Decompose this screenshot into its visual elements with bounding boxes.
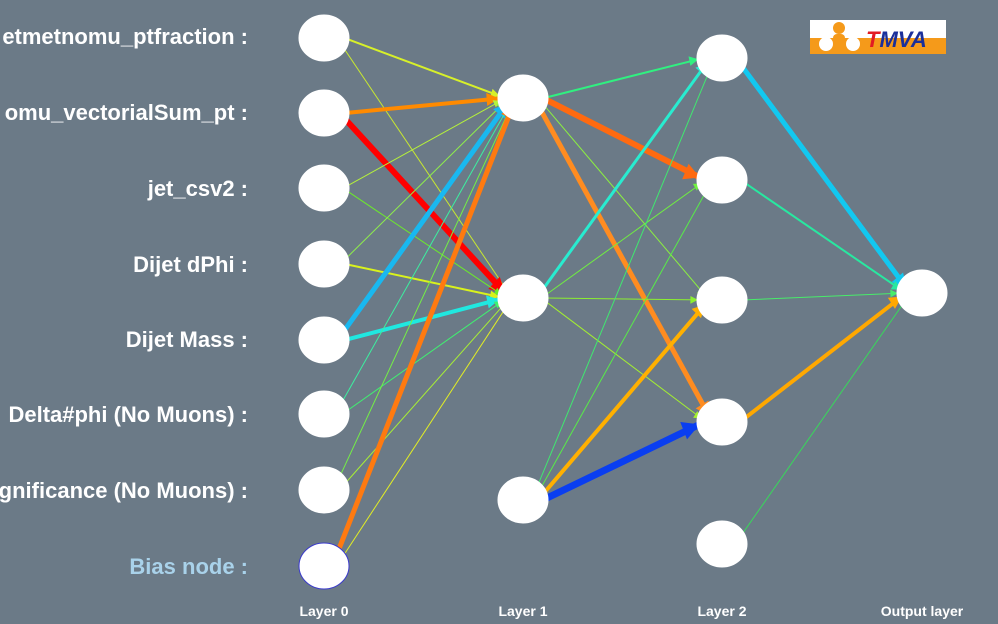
layer-label-0: Layer 0 xyxy=(299,603,348,619)
connection-2-0-to-3-0 xyxy=(734,58,909,290)
connection-2-3-to-3-0 xyxy=(740,294,904,423)
input-labels: etmetnomu_ptfraction : omu_vectorialSum_… xyxy=(0,24,248,579)
connection-0-5-to-1-0 xyxy=(335,103,511,413)
connection-1-0-to-2-3 xyxy=(532,98,712,418)
input-label-3: Dijet dPhi : xyxy=(133,252,248,277)
connection-0-5-to-1-1 xyxy=(343,300,503,414)
node-layer-2-1 xyxy=(696,156,748,204)
layer-labels: Layer 0 Layer 1 Layer 2 Output layer xyxy=(299,603,963,619)
connection-0-1-to-1-0 xyxy=(346,96,500,115)
logo-t: T xyxy=(866,27,881,52)
connection-arrowhead-27 xyxy=(680,422,700,440)
input-label-6: gnificance (No Muons) : xyxy=(0,478,248,503)
layer-label-2: Layer 2 xyxy=(697,603,746,619)
connection-2-1-to-3-0 xyxy=(741,180,902,291)
layer-label-output: Output layer xyxy=(881,603,964,619)
connection-0-2-to-1-1 xyxy=(343,188,503,296)
logo-people-icon xyxy=(819,22,860,51)
connection-1-2-to-2-2 xyxy=(537,303,707,500)
node-layer-0-0 xyxy=(298,14,350,62)
connection-1-1-to-2-3 xyxy=(542,298,702,419)
node-layer-2-3 xyxy=(696,398,748,446)
connection-1-0-to-2-1 xyxy=(542,96,702,181)
input-label-2: jet_csv2 : xyxy=(147,176,248,201)
connection-0-3-to-1-1 xyxy=(346,263,500,298)
connection-0-0-to-1-0 xyxy=(345,37,501,98)
connection-arrowhead-16 xyxy=(688,56,699,66)
input-label-5: Delta#phi (No Muons) : xyxy=(8,402,248,427)
input-label-1: omu_vectorialSum_pt : xyxy=(5,100,248,125)
bias-node-layer-2-4 xyxy=(696,520,748,568)
connection-0-6-to-1-1 xyxy=(340,302,507,489)
connection-arrowhead-2 xyxy=(486,92,500,107)
connection-1-2-to-2-0 xyxy=(531,63,713,499)
connection-0-4-to-1-1 xyxy=(345,297,501,342)
node-layer-0-2 xyxy=(298,164,350,212)
connection-2-4-to-3-0 xyxy=(735,297,908,543)
connection-1-2-to-2-1 xyxy=(534,185,710,499)
node-layer xyxy=(298,14,948,590)
bias-node-layer-1-2 xyxy=(497,476,549,524)
connection-0-7-to-1-0 xyxy=(330,103,516,566)
layer-label-1: Layer 1 xyxy=(498,603,547,619)
node-layer-0-1 xyxy=(298,89,350,137)
node-layer-0-6 xyxy=(298,466,350,514)
node-layer-3-0 xyxy=(896,269,948,317)
connection-arrowhead-17 xyxy=(682,163,700,180)
connection-layer xyxy=(330,37,909,566)
tmva-logo: TMVA xyxy=(810,20,946,54)
connection-0-1-to-1-1 xyxy=(338,112,508,296)
connection-0-2-to-1-0 xyxy=(344,100,502,188)
connection-arrowhead-22 xyxy=(690,295,699,304)
connection-1-1-to-2-0 xyxy=(536,62,708,298)
connection-0-4-to-1-0 xyxy=(336,101,510,340)
input-label-4: Dijet Mass : xyxy=(126,327,248,352)
bias-node-layer-0-7 xyxy=(298,542,350,590)
connection-1-1-to-2-1 xyxy=(542,182,702,298)
node-layer-0-5 xyxy=(298,390,350,438)
connection-1-1-to-2-2 xyxy=(545,297,699,301)
connection-arrowhead-9 xyxy=(486,295,500,309)
node-layer-1-0 xyxy=(497,74,549,122)
node-layer-1-1 xyxy=(497,274,549,322)
connection-0-7-to-1-1 xyxy=(337,303,510,565)
node-layer-0-3 xyxy=(298,240,350,288)
input-label-0: etmetnomu_ptfraction : xyxy=(2,24,248,49)
connection-1-2-to-2-3 xyxy=(542,421,702,503)
connection-1-0-to-2-0 xyxy=(545,58,699,99)
logo-wordmark: TMVA xyxy=(866,27,927,52)
connection-0-6-to-1-0 xyxy=(333,103,513,489)
connection-2-2-to-3-0 xyxy=(744,292,899,301)
connection-1-0-to-2-2 xyxy=(538,99,706,296)
connection-0-3-to-1-0 xyxy=(341,101,505,264)
node-layer-2-0 xyxy=(696,34,748,82)
bias-node-label: Bias node : xyxy=(129,554,248,579)
node-layer-0-4 xyxy=(298,316,350,364)
node-layer-2-2 xyxy=(696,276,748,324)
connection-0-0-to-1-1 xyxy=(337,39,509,294)
logo-mva: MVA xyxy=(879,27,926,52)
connection-arrowhead-30 xyxy=(890,289,899,298)
